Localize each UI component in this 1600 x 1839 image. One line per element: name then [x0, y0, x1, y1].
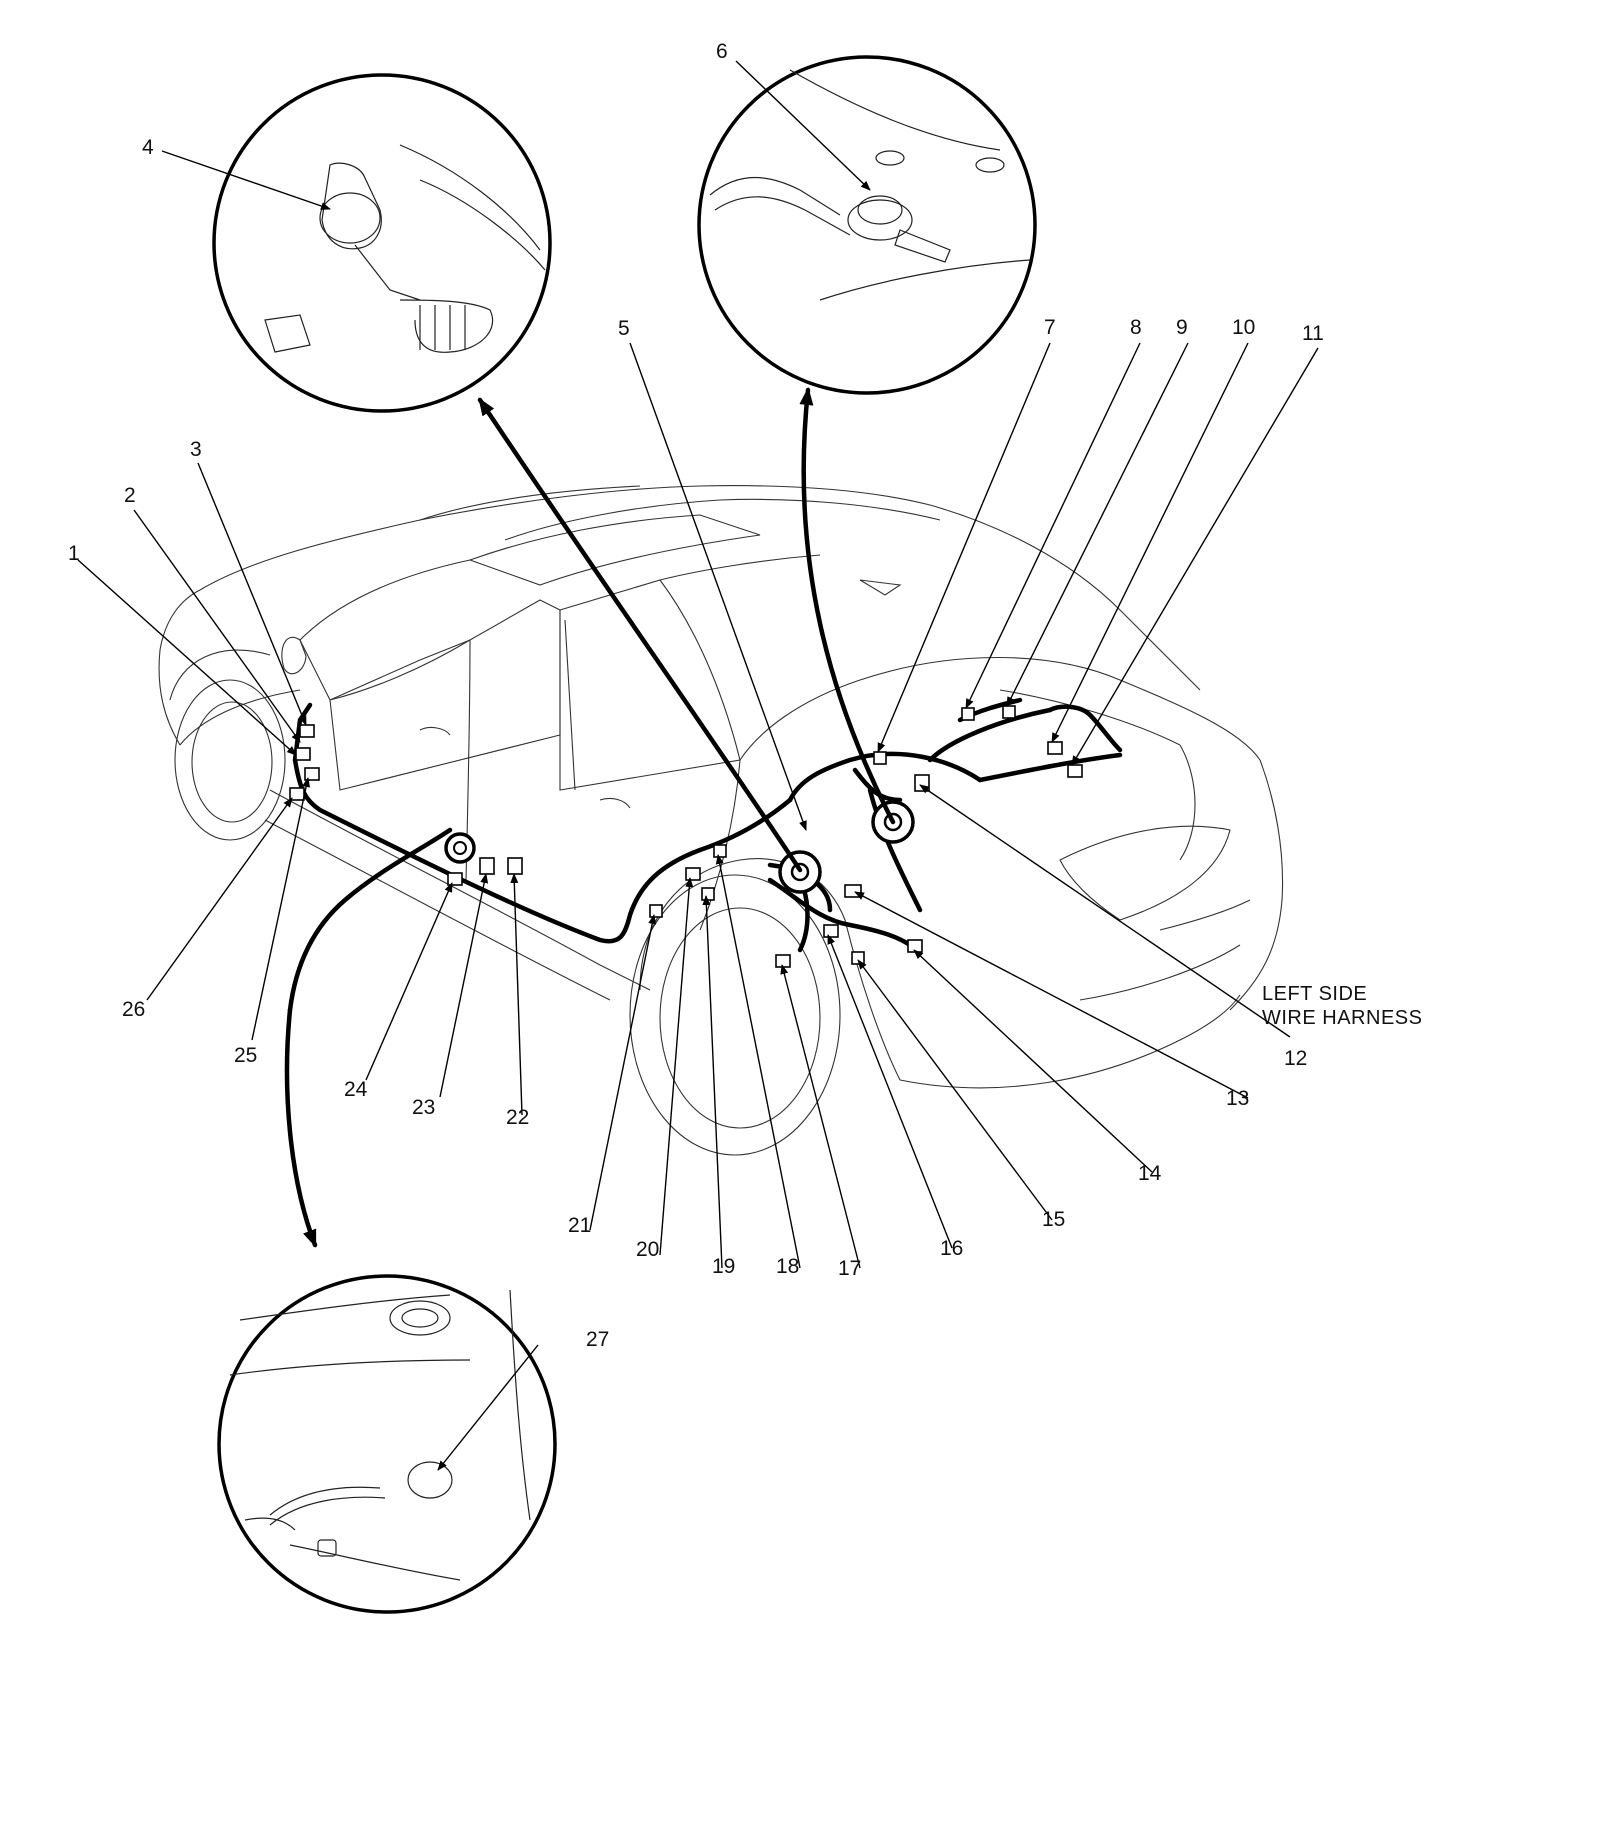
- callout-11: 11: [1302, 322, 1324, 345]
- callout-14: 14: [1138, 1162, 1162, 1185]
- detail-circle-ground-27: [217, 1274, 557, 1614]
- callout-9: 9: [1176, 316, 1188, 339]
- callout-7: 7: [1044, 316, 1056, 339]
- callout-13: 13: [1226, 1087, 1249, 1110]
- callout-1: 1: [68, 542, 80, 565]
- callout-8: 8: [1130, 316, 1142, 339]
- callout-numbers: 1 2 3 4 5 6 7 8 9 10 11 12 13 14 15 16 1…: [68, 40, 1324, 1351]
- car-body-outline: [158, 485, 1284, 1156]
- harness-label-line1: LEFT SIDE: [1262, 983, 1367, 1005]
- callout-10: 10: [1232, 316, 1255, 339]
- callout-3: 3: [190, 438, 202, 461]
- callout-24: 24: [344, 1078, 368, 1101]
- callout-22: 22: [506, 1106, 529, 1129]
- callout-17: 17: [838, 1257, 861, 1280]
- leader-lines: [77, 60, 1319, 1471]
- callout-15: 15: [1042, 1208, 1065, 1231]
- callout-4: 4: [142, 136, 154, 159]
- callout-2: 2: [124, 484, 136, 507]
- callout-6: 6: [716, 40, 728, 63]
- callout-16: 16: [940, 1237, 963, 1260]
- left-side-wire-harness: [284, 697, 1123, 1248]
- detail-circle-ground-4: [212, 73, 552, 413]
- callout-19: 19: [712, 1255, 735, 1278]
- callout-5: 5: [618, 317, 630, 340]
- callout-26: 26: [122, 998, 145, 1021]
- callout-12: 12: [1284, 1047, 1307, 1070]
- harness-label-line2: WIRE HARNESS: [1262, 1007, 1422, 1029]
- callout-27: 27: [586, 1328, 609, 1351]
- callout-25: 25: [234, 1044, 257, 1067]
- detail-circle-ground-6: [697, 55, 1037, 395]
- callout-23: 23: [412, 1096, 435, 1119]
- callout-18: 18: [776, 1255, 799, 1278]
- callout-21: 21: [568, 1214, 591, 1237]
- callout-20: 20: [636, 1238, 659, 1261]
